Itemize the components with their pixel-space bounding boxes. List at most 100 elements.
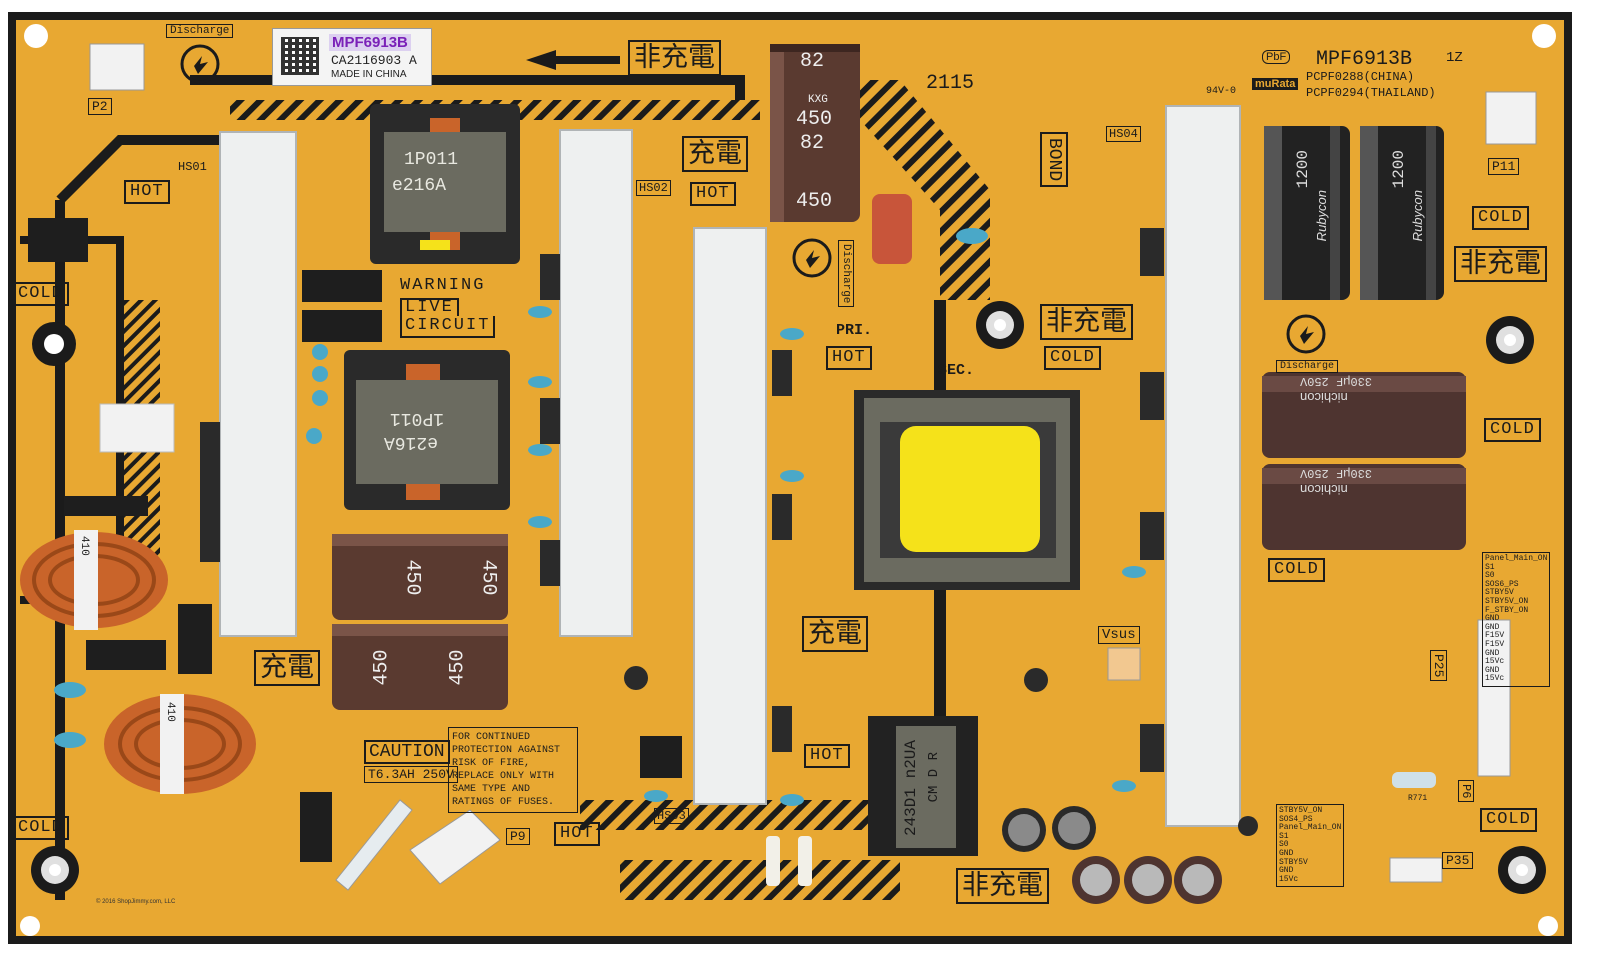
warning-text: WARNING bbox=[400, 276, 486, 295]
panel-pin-item: S1 bbox=[1485, 562, 1495, 572]
stby-pin-item: Panel_Main_ON bbox=[1279, 823, 1342, 833]
small-transformer-label-2: CM D R bbox=[926, 752, 942, 803]
small-transformer bbox=[868, 716, 978, 856]
cap-b2-voltage-2: 450 bbox=[446, 649, 470, 686]
connector-p6 bbox=[1477, 619, 1511, 777]
arrow-left-icon bbox=[526, 50, 620, 70]
cap-nichicon-2 bbox=[1262, 464, 1466, 550]
resistor-r310 bbox=[798, 836, 812, 886]
cap-nichicon-2-value: 330µF 250V bbox=[1300, 466, 1373, 480]
choke-bottom bbox=[104, 694, 256, 794]
resistor-r771-label: R771 bbox=[1408, 794, 1428, 803]
pfc-transformer-1 bbox=[370, 104, 520, 264]
non-charge-label-2: 非充電 bbox=[1040, 304, 1133, 340]
caution-text: CAUTION bbox=[364, 740, 450, 764]
copyright: © 2016 ShopJimmy.com, LLC bbox=[96, 899, 176, 905]
discharge-label-2: Discharge bbox=[838, 240, 854, 308]
panel-pin-item: F_STBY_ON bbox=[1485, 605, 1529, 615]
cap-rubycon-1-value: 1200 bbox=[1294, 150, 1312, 189]
discharge-icon-1 bbox=[180, 44, 220, 84]
charge-label-1: 充電 bbox=[682, 136, 748, 172]
panel-pin-item: GND bbox=[1485, 622, 1500, 632]
ic-black-4 bbox=[86, 640, 166, 670]
relay-dec bbox=[28, 218, 88, 262]
stby-pin-item: GND bbox=[1279, 848, 1294, 858]
cap-kxg-top bbox=[770, 44, 860, 222]
to220-transistors bbox=[200, 228, 1164, 772]
caution-note: FOR CONTINUED PROTECTION AGAINST RISK OF… bbox=[448, 727, 578, 813]
charge-label-2: 充電 bbox=[802, 616, 868, 652]
pbf-mark: PbF bbox=[1262, 50, 1291, 64]
hot-label-3: HOT bbox=[826, 346, 872, 370]
circuit-text: CIRCUIT bbox=[400, 316, 496, 338]
panel-pin-item: 15Vc bbox=[1485, 657, 1505, 667]
connector-p9 bbox=[409, 809, 501, 885]
sticker-made-in: MADE IN CHINA bbox=[331, 69, 407, 80]
cap-nichicon-1-value: 330µF 250V bbox=[1300, 374, 1373, 388]
choke-top bbox=[20, 530, 168, 630]
charge-label-3: 充電 bbox=[254, 650, 320, 686]
ic-black-5 bbox=[178, 604, 212, 674]
stby-pin-item: SOS4_PS bbox=[1279, 814, 1313, 824]
panel-pin-item: GND bbox=[1485, 665, 1500, 675]
label-hs01: HS01 bbox=[178, 160, 207, 174]
cap-nichicon-1-brand: nichicon bbox=[1300, 390, 1348, 405]
cap-rubycon-2-brand: Rubycon bbox=[1410, 190, 1425, 242]
transformer-2-code: e216A bbox=[384, 432, 439, 452]
flame-rating: 94V-0 bbox=[1206, 86, 1237, 97]
live-text: LIVE bbox=[400, 298, 459, 316]
discharge-label-1: Discharge bbox=[166, 24, 234, 38]
stby-pin-item: STBY5V bbox=[1279, 857, 1308, 867]
cap-b1-voltage: 450 bbox=[400, 559, 424, 596]
ic-black-1 bbox=[302, 270, 382, 302]
cap-top-voltage-2: 450 bbox=[796, 190, 833, 213]
label-hs02: HS02 bbox=[636, 180, 671, 196]
stby-pin-list: STBY5V_ON SOS4_PS Panel_Main_ON S1 S0 GN… bbox=[1276, 804, 1345, 888]
sec-label: SEC. bbox=[938, 362, 975, 379]
cap-b1-voltage-2: 450 bbox=[476, 559, 500, 596]
connector-p2 bbox=[89, 43, 145, 91]
ic-black-6 bbox=[300, 792, 332, 862]
qr-code-icon bbox=[281, 37, 319, 75]
panel-pin-item: F15V bbox=[1485, 631, 1505, 641]
panel-pin-list: Panel_Main_ON S1 S0 SOS6_PS STBY5V STBY5… bbox=[1482, 552, 1551, 687]
ceramic-caps bbox=[54, 228, 1146, 806]
choke-top-label: 410 bbox=[78, 536, 90, 556]
cap-kxg-bottom-2 bbox=[332, 624, 508, 710]
stby-pin-item: 15Vc bbox=[1279, 874, 1299, 884]
cap-b2-voltage: 450 bbox=[370, 649, 394, 686]
cold-label-4: COLD bbox=[1484, 418, 1541, 442]
connector-p11 bbox=[1485, 91, 1537, 145]
resistor-r771 bbox=[1392, 772, 1436, 788]
cap-rubycon-1 bbox=[1264, 126, 1350, 300]
fuse bbox=[335, 799, 413, 891]
discharge-icon-2 bbox=[792, 238, 832, 278]
cold-label-2: COLD bbox=[1044, 346, 1101, 370]
sticker-model: MPF6913B bbox=[329, 34, 411, 51]
cap-nichicon-2-brand: nichicon bbox=[1300, 482, 1348, 497]
label-p2: P2 bbox=[88, 98, 112, 115]
label-p6: P6 bbox=[1458, 780, 1474, 803]
label-hs04: HS04 bbox=[1106, 126, 1141, 142]
cap-kxg-bottom-1 bbox=[332, 534, 508, 620]
pri-label: PRI. bbox=[836, 322, 873, 339]
sticker-part-code: CA2116903 A bbox=[331, 53, 417, 68]
hatch-bottom2 bbox=[620, 860, 900, 900]
model-sticker: MPF6913B CA2116903 A MADE IN CHINA bbox=[272, 28, 432, 86]
small-transformer-label: 243D1 n2UA bbox=[902, 740, 920, 837]
transformer-2-label: 1P011 bbox=[390, 408, 445, 428]
pfc-transformer-2 bbox=[344, 350, 510, 510]
cap-top-value-2: 82 bbox=[800, 132, 825, 155]
panel-pin-item: S0 bbox=[1485, 571, 1495, 581]
cap-rubycon-2 bbox=[1360, 126, 1444, 300]
panel-pin-item: STBY5V bbox=[1485, 588, 1514, 598]
panel-pin-item: STBY5V_ON bbox=[1485, 596, 1529, 606]
connector-p35 bbox=[1389, 857, 1443, 883]
mounting-holes bbox=[20, 24, 1558, 936]
stby-pin-item: S0 bbox=[1279, 840, 1289, 850]
cap-top-value: 82 bbox=[800, 50, 825, 73]
cold-label-5: COLD bbox=[1268, 558, 1325, 582]
silk-rev: 1Z bbox=[1446, 50, 1463, 66]
choke-bottom-label: 410 bbox=[164, 702, 176, 722]
